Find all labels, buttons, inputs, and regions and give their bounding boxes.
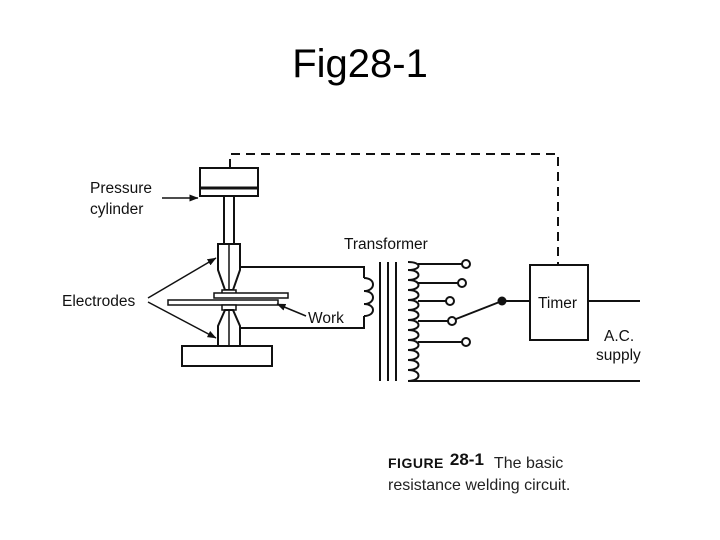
transformer-core xyxy=(379,262,397,381)
timer-label: Timer xyxy=(538,295,577,312)
secondary-wire-bottom xyxy=(240,316,365,329)
welder-base xyxy=(181,345,273,367)
electrode-arrow-lower xyxy=(147,301,217,339)
caption-text-1: The basic xyxy=(493,455,564,472)
pressure-cylinder-label-1: Pressure xyxy=(90,180,152,197)
control-dashed-line xyxy=(229,153,559,265)
ac-supply-label-1: A.C. xyxy=(604,328,634,345)
caption-figure-word: FIGURE xyxy=(388,455,444,471)
work-arrow xyxy=(276,303,307,317)
electrode-arrow-upper xyxy=(147,257,217,299)
work-label: Work xyxy=(308,310,344,327)
tap-selector-switch xyxy=(455,296,530,320)
ac-supply-label-2: supply xyxy=(596,347,641,364)
caption-text-2: resistance welding circuit. xyxy=(388,477,571,494)
pressure-cylinder-label-2: cylinder xyxy=(90,201,143,218)
electrodes-label: Electrodes xyxy=(62,293,135,310)
work-piece xyxy=(167,292,289,306)
caption-figure-number: 28-1 xyxy=(449,450,484,469)
caption-line-1: FIGURE 28-1 The basic xyxy=(388,450,708,475)
figure-caption: FIGURE 28-1 The basic resistance welding c… xyxy=(388,450,708,497)
transformer-taps xyxy=(418,259,471,347)
timer-box xyxy=(529,264,589,341)
transformer-label: Transformer xyxy=(344,236,428,253)
lower-electrode xyxy=(217,304,241,347)
pressure-cylinder xyxy=(199,167,259,244)
secondary-coil xyxy=(363,277,374,317)
secondary-wire-top xyxy=(240,266,365,278)
primary-coil xyxy=(407,261,420,382)
slide-title: Fig28-1 xyxy=(292,42,428,86)
upper-electrode xyxy=(217,243,241,296)
